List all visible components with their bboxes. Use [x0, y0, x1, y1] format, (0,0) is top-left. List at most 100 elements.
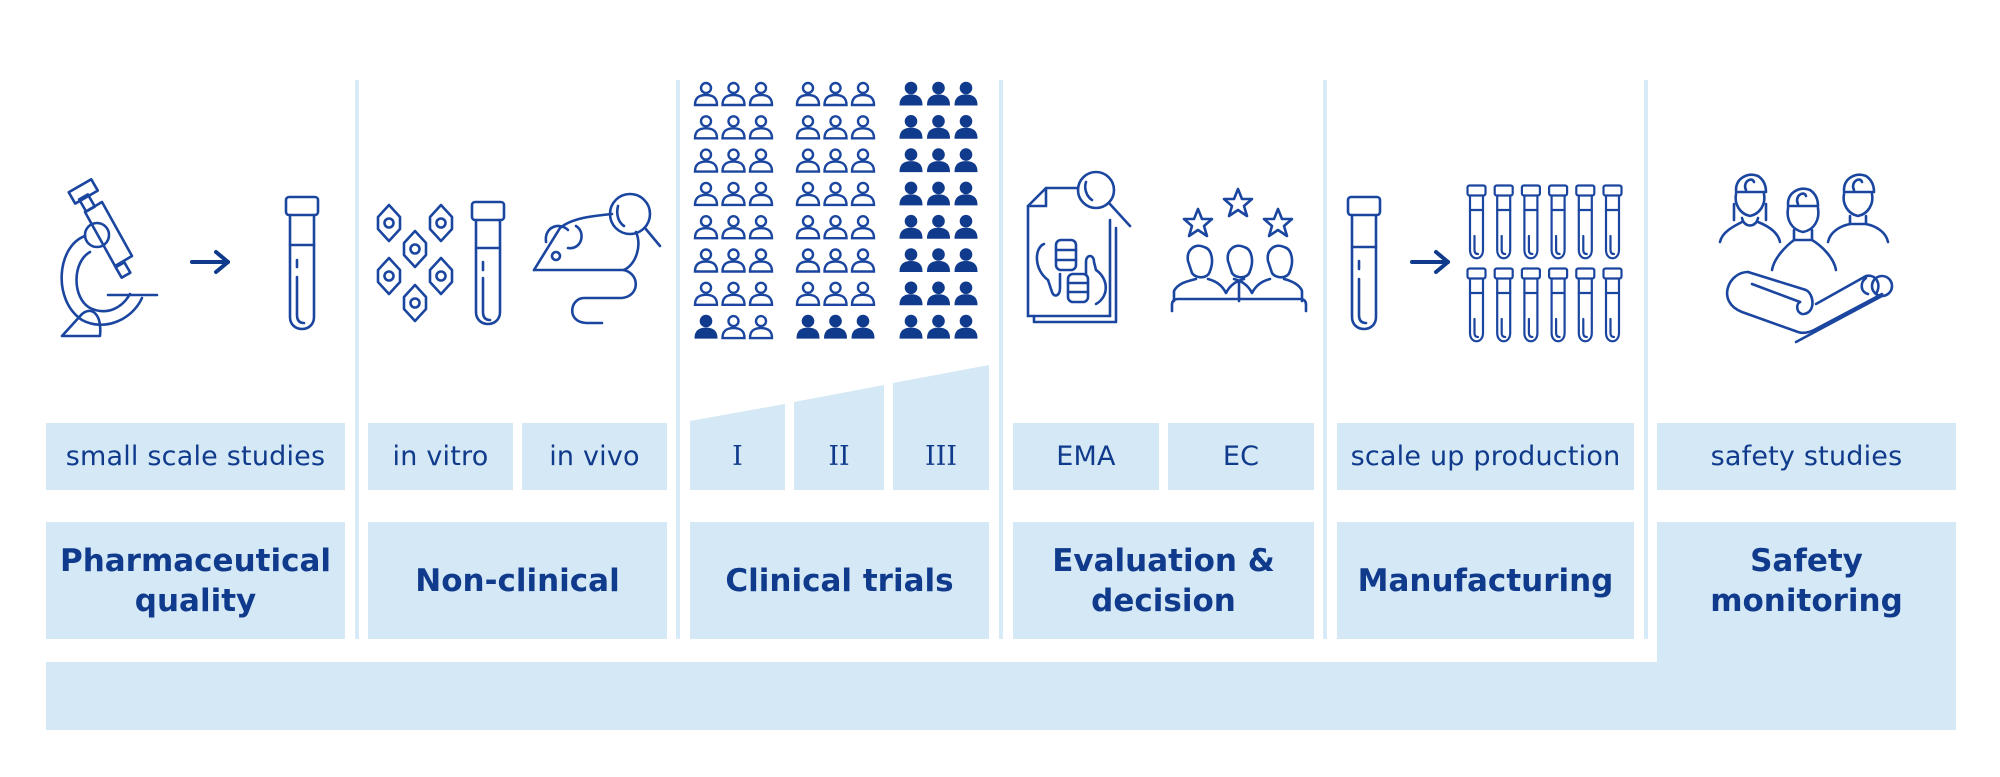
participant-outline-icon [823, 214, 848, 240]
participant-filled-icon [926, 314, 951, 339]
participant-filled-icon [954, 114, 978, 139]
participant-filled-icon [954, 281, 978, 306]
small-test-tube-icon [1602, 267, 1623, 343]
stage-divider [999, 80, 1003, 639]
participant-outline-icon [795, 148, 821, 173]
participant-outline-icon [748, 314, 774, 340]
stage-divider [1323, 80, 1327, 639]
sublabel-in-vitro: in vitro [368, 423, 513, 490]
lifecycle-band [46, 662, 1956, 730]
participant-filled-icon [899, 281, 923, 306]
participant-filled-icon [954, 81, 978, 106]
participant-outline-icon [693, 81, 719, 107]
participant-outline-icon [721, 314, 746, 340]
participant-filled-icon [954, 248, 978, 272]
small-test-tube-icon [1493, 267, 1514, 343]
participant-filled-icon [954, 148, 978, 173]
stage-title-evaluation-decision: Evaluation &decision [1013, 522, 1314, 639]
stage-title-clinical-trials: Clinical trials [690, 522, 989, 639]
participant-outline-icon [748, 181, 774, 207]
participant-outline-icon [693, 281, 719, 307]
participant-filled-icon [796, 314, 820, 339]
participant-outline-icon [795, 115, 821, 140]
participant-outline-icon [823, 281, 848, 307]
participant-filled-icon [851, 314, 875, 339]
phase-i-label: I [732, 441, 743, 472]
participant-outline-icon [748, 248, 774, 273]
test-tube-icon [284, 195, 320, 339]
participant-outline-icon [748, 214, 774, 240]
document-review-icon [1026, 170, 1144, 329]
phase-i-box: I [690, 360, 785, 490]
participant-filled-icon [954, 181, 978, 206]
participant-filled-icon [899, 114, 923, 139]
participant-outline-icon [795, 248, 821, 273]
participant-filled-icon [926, 114, 951, 139]
participant-outline-icon [850, 148, 876, 173]
participant-filled-icon [926, 181, 951, 206]
participant-outline-icon [850, 248, 876, 273]
small-test-tube-icon [1466, 267, 1487, 343]
participant-outline-icon [721, 115, 746, 140]
participant-filled-icon [899, 314, 923, 339]
participant-filled-icon [899, 81, 923, 106]
participant-filled-icon [954, 314, 978, 339]
participant-outline-icon [748, 115, 774, 140]
stage-divider [676, 80, 680, 639]
small-test-tube-icon [1602, 184, 1623, 260]
participant-outline-icon [748, 148, 774, 173]
small-test-tube-icon [1466, 184, 1487, 260]
sublabel-in-vivo: in vivo [522, 423, 667, 490]
participant-outline-icon [850, 81, 876, 107]
participant-outline-icon [748, 281, 774, 307]
participant-filled-icon [694, 314, 718, 339]
participant-outline-icon [823, 248, 848, 273]
participant-outline-icon [693, 181, 719, 207]
arrow-right-icon [190, 250, 232, 278]
stage-divider [1644, 80, 1648, 639]
participant-outline-icon [721, 281, 746, 307]
participant-filled-icon [899, 248, 923, 272]
participant-filled-icon [926, 248, 951, 272]
participant-outline-icon [795, 214, 821, 240]
participant-outline-icon [721, 248, 746, 273]
participant-filled-icon [899, 181, 923, 206]
participant-outline-icon [850, 281, 876, 307]
stage-title-non-clinical: Non-clinical [368, 522, 667, 639]
participant-filled-icon [899, 148, 923, 173]
participant-outline-icon [823, 148, 848, 173]
small-test-tube-icon [1520, 184, 1542, 260]
test-tube-icon [470, 200, 506, 334]
participant-outline-icon [693, 115, 719, 140]
small-test-tube-icon [1547, 267, 1569, 343]
safety-monitoring-column [1657, 522, 1956, 730]
small-test-tube-icon [1547, 184, 1569, 260]
participant-filled-icon [899, 214, 923, 239]
participant-outline-icon [850, 115, 876, 140]
participant-filled-icon [926, 81, 951, 106]
sublabel-ema: EMA [1013, 423, 1159, 490]
test-tube-icon [1346, 195, 1382, 339]
phase-iii-label: III [925, 441, 957, 472]
participant-filled-icon [926, 214, 951, 239]
phase-ii-label: II [828, 441, 850, 472]
small-test-tube-icon [1520, 267, 1542, 343]
small-test-tube-icon [1575, 184, 1596, 260]
participant-outline-icon [823, 115, 848, 140]
participant-outline-icon [850, 181, 876, 207]
participant-outline-icon [795, 281, 821, 307]
patients-care-icon [1718, 170, 1894, 349]
participant-outline-icon [693, 248, 719, 273]
expert-panel-icon [1170, 187, 1308, 316]
stage-title-manufacturing: Manufacturing [1337, 522, 1634, 639]
participant-outline-icon [823, 181, 848, 207]
participant-outline-icon [693, 148, 719, 173]
participant-outline-icon [693, 214, 719, 240]
participant-outline-icon [721, 81, 746, 107]
participant-filled-icon [926, 148, 951, 173]
arrow-right-icon [1410, 250, 1452, 278]
participant-outline-icon [748, 81, 774, 107]
sublabel-scale-up-production: scale up production [1337, 423, 1634, 490]
